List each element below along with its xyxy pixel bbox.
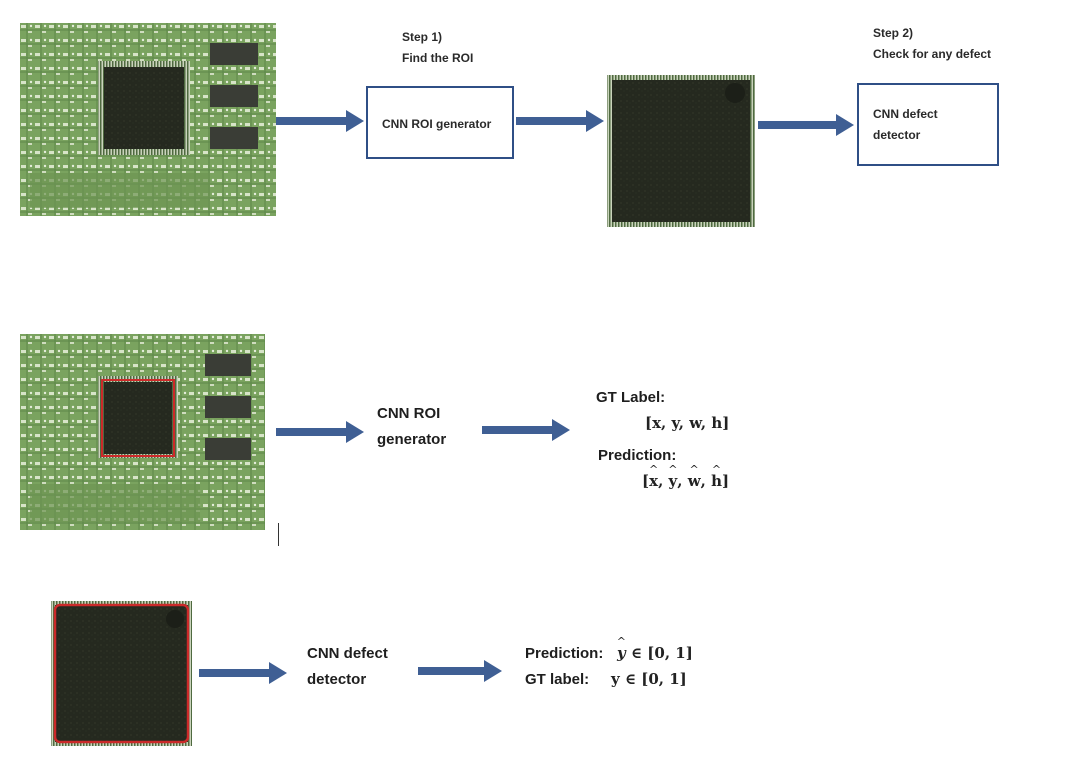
step1-subtitle: Find the ROI [402, 51, 474, 65]
arrow-icon [758, 114, 854, 136]
cnn-roi-generator-box: CNN ROI generator [366, 86, 514, 159]
step1-title: Step 1) [402, 30, 443, 44]
prediction-title: Prediction: [598, 447, 677, 464]
arrow-icon [482, 419, 570, 441]
row3-gt-expression: y ∈ [0, 1] [611, 670, 687, 688]
cnn-defect-detector-label-line2: detector [307, 671, 367, 688]
defect-box-line2: detector [873, 128, 921, 142]
pcb-board-roi-image [20, 334, 265, 530]
arrow-icon [418, 660, 502, 682]
cnn-roi-generator-label-line2: generator [377, 431, 447, 448]
defect-box-line1: CNN defect [873, 107, 938, 121]
row3-prediction-expression: y ∈ [0, 1] [617, 644, 693, 662]
chip-image [607, 75, 755, 227]
gt-label-expression: [x, y, w, h] [645, 414, 730, 432]
arrow-icon [199, 662, 287, 684]
prediction-expression: [x, y, w, h] [642, 472, 729, 490]
cnn-roi-generator-label-line1: CNN ROI [377, 405, 441, 422]
arrow-icon [276, 110, 364, 132]
step2-title: Step 2) [873, 26, 914, 40]
gt-label-title: GT Label: [596, 389, 666, 406]
pcb-board-image [20, 23, 276, 216]
arrow-icon [276, 421, 364, 443]
row3-gt-label: GT label: [525, 671, 590, 688]
arrow-icon [516, 110, 604, 132]
roi-box-label: CNN ROI generator [382, 117, 492, 131]
step2-subtitle: Check for any defect [873, 47, 992, 61]
cnn-defect-detector-label-line1: CNN defect [307, 645, 388, 662]
row3-prediction-label: Prediction: [525, 645, 604, 662]
cnn-defect-detector-box: CNN defect detector [857, 83, 999, 166]
chip-roi-image [51, 601, 192, 746]
cursor-line [278, 523, 279, 546]
